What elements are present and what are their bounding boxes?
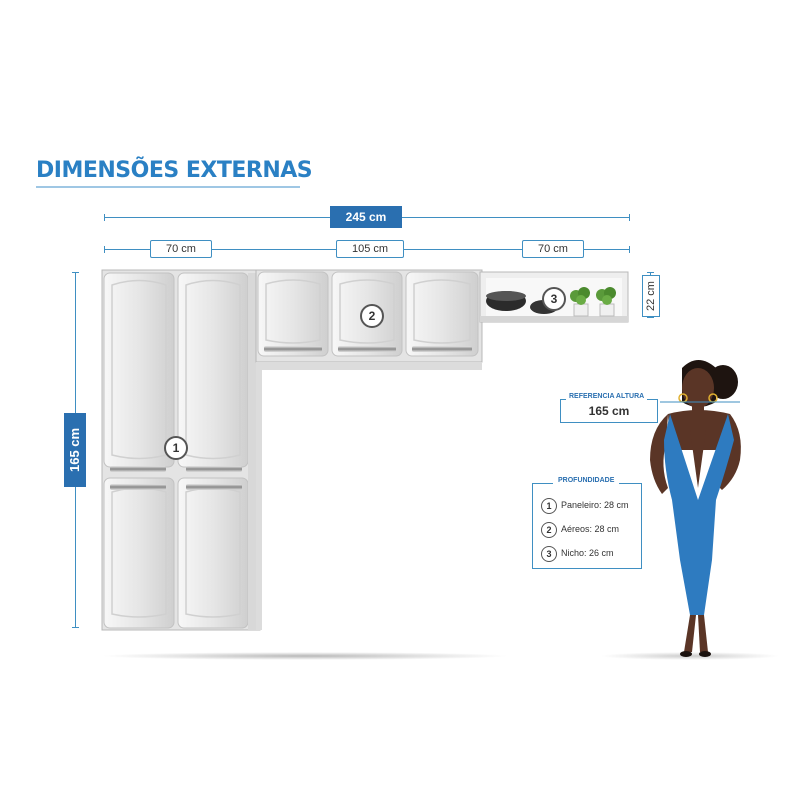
depth-item: 2 Aéreos: 28 cm — [541, 520, 619, 538]
module-badge-paneleiro: 1 — [164, 436, 188, 460]
section-right-label: 70 cm — [522, 240, 584, 258]
total-width-label: 245 cm — [330, 206, 402, 228]
reference-height-title: REFERENCIA ALTURA — [566, 393, 648, 400]
depth-item-number: 3 — [541, 545, 557, 562]
section-left-label: 70 cm — [150, 240, 212, 258]
depth-legend: PROFUNDIDADE 1 Paneleiro: 28 cm 2 Aéreos: … — [532, 477, 642, 569]
module-badge-nicho: 3 — [542, 287, 566, 311]
title-underline — [36, 186, 300, 188]
woman-figure — [650, 360, 741, 657]
reference-height-box: 165 cm — [560, 399, 658, 423]
depth-legend-title: PROFUNDIDADE — [553, 477, 620, 484]
depth-item-label: Aéreos: 28 cm — [561, 524, 620, 534]
cabinet-floor-shadow — [100, 652, 510, 660]
module-badge-aereos: 2 — [360, 304, 384, 328]
depth-item-number: 2 — [541, 521, 557, 538]
section-middle-label: 105 cm — [336, 240, 404, 258]
depth-item: 1 Paneleiro: 28 cm — [541, 496, 629, 514]
depth-item-number: 1 — [541, 497, 557, 514]
upper-cabinets — [255, 269, 483, 630]
depth-item-label: Paneleiro: 28 cm — [561, 500, 629, 510]
depth-item: 3 Nicho: 26 cm — [541, 544, 614, 562]
niche — [479, 271, 629, 323]
depth-item-label: Nicho: 26 cm — [561, 548, 614, 558]
section-title: DIMENSÕES EXTERNAS — [36, 158, 313, 183]
figure-floor-shadow — [600, 652, 780, 660]
